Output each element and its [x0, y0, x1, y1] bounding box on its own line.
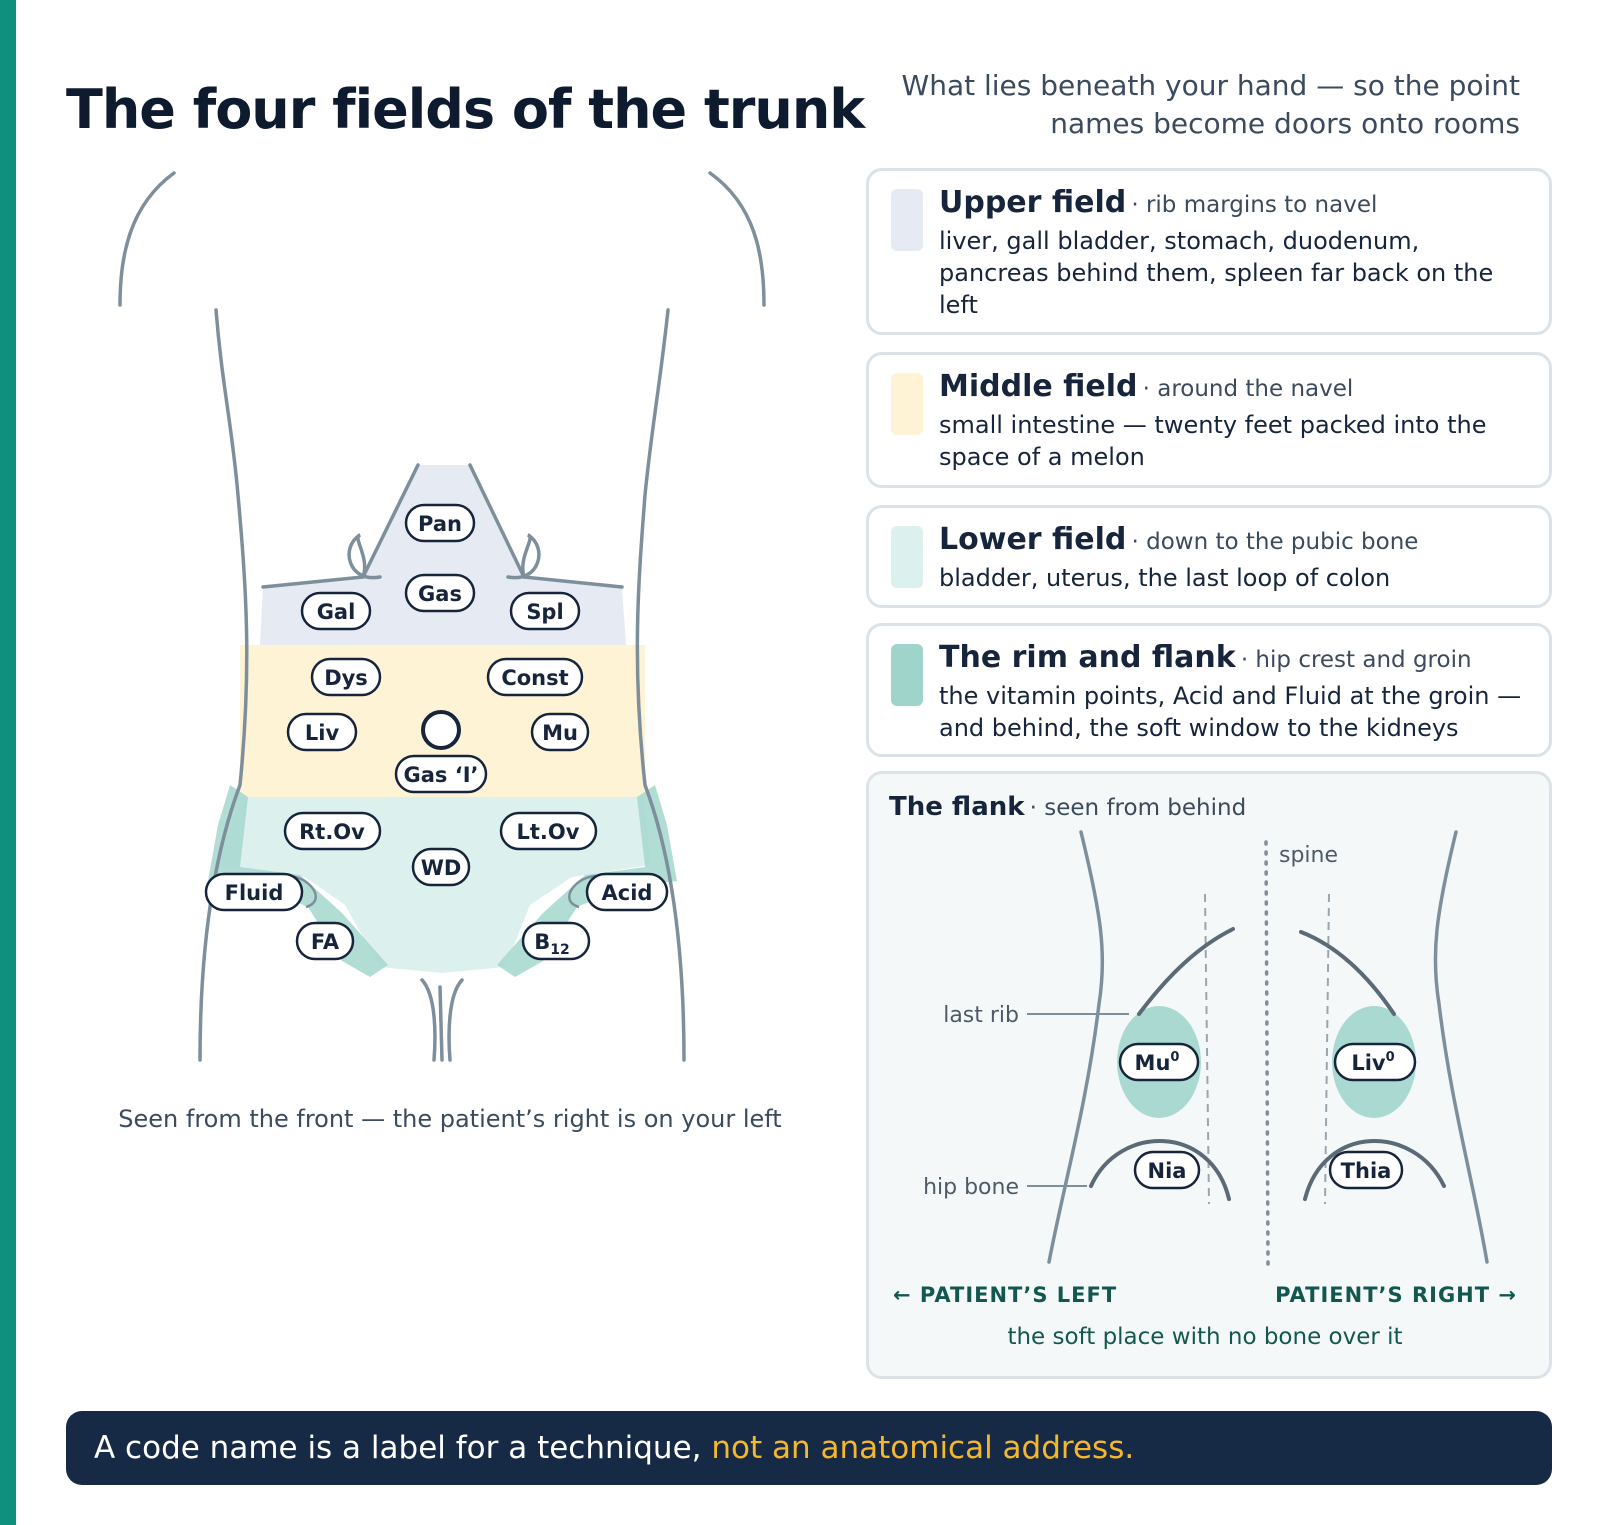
field-swatch [891, 644, 923, 706]
point-label: Spl [526, 600, 563, 624]
point-wd[interactable]: WD [411, 847, 471, 887]
point-label: Const [501, 666, 568, 690]
last-rib-label: last rib [943, 1003, 1019, 1028]
point-label: Gal [317, 600, 356, 624]
point-b12[interactable]: B12 [521, 921, 591, 961]
field-card-lower: Lower field · down to the pubic bone bla… [866, 505, 1552, 608]
point-label: Fluid [225, 881, 284, 905]
hip-bone-right [1303, 1139, 1446, 1201]
point-thia[interactable]: Thia [1328, 1150, 1404, 1190]
point-label: Dys [324, 666, 368, 690]
point-label: Liv0 [1351, 1050, 1394, 1075]
field-range: · rib margins to navel [1131, 192, 1378, 218]
field-range: · around the navel [1142, 376, 1354, 402]
body-outline [118, 171, 766, 1062]
point-label: Gas [418, 582, 462, 606]
field-card-upper: Upper field · rib margins to navel liver… [866, 168, 1552, 335]
flank-panel: The flank · seen from behind spine last … [866, 771, 1552, 1379]
field-organs: small intestine — twenty feet packed int… [939, 411, 1487, 471]
footer-text: A code name is a label for a technique, [94, 1430, 702, 1466]
point-dys[interactable]: Dys [310, 657, 382, 697]
accent-bar [0, 0, 16, 1525]
point-label: Thia [1341, 1159, 1392, 1183]
point-label: WD [421, 856, 462, 880]
point-lt-ov[interactable]: Lt.Ov [499, 811, 598, 851]
point-liv[interactable]: Liv [286, 712, 358, 752]
point-nia[interactable]: Nia [1133, 1150, 1201, 1190]
point-label: Acid [602, 881, 653, 905]
footer-highlight: not an anatomical address. [711, 1430, 1135, 1466]
point-acid[interactable]: Acid [585, 872, 669, 912]
point-fa[interactable]: FA [295, 921, 355, 961]
field-swatch [891, 373, 923, 435]
field-swatch [891, 189, 923, 251]
patient-left-label: ← PATIENT’S LEFT [893, 1283, 1117, 1307]
last-rib-left [1137, 927, 1235, 1016]
point-label: Nia [1148, 1159, 1187, 1183]
page-subtitle: What lies beneath your hand — so the poi… [901, 69, 1520, 140]
point-label: Mu [542, 721, 578, 745]
kidney-guide-right [1324, 893, 1330, 1205]
point-const[interactable]: Const [486, 657, 584, 697]
point-fluid[interactable]: Fluid [204, 872, 304, 912]
field-range: · down to the pubic bone [1131, 529, 1419, 555]
spine-label: spine [1279, 843, 1338, 868]
footer-banner: A code name is a label for a technique, … [66, 1411, 1552, 1485]
kidney-guide-left [1204, 893, 1210, 1205]
field-organs: liver, gall bladder, stomach, duodenum, … [939, 227, 1494, 319]
point-rt-ov[interactable]: Rt.Ov [283, 811, 382, 851]
flank-title: The flank [889, 792, 1025, 822]
flank-subtitle: · seen from behind [1029, 795, 1247, 821]
point-label: Liv [305, 721, 340, 745]
point-gas-i[interactable]: Gas ‘I’ [394, 754, 488, 794]
page-title: The four fields of the trunk [66, 78, 865, 141]
point-pan[interactable]: Pan [404, 503, 476, 543]
field-name: Middle field [939, 369, 1138, 404]
point-label: Rt.Ov [299, 820, 365, 844]
point-label: Mu0 [1135, 1050, 1180, 1075]
point-label: Pan [418, 512, 462, 536]
point-label: Gas ‘I’ [404, 763, 479, 787]
point-spl[interactable]: Spl [509, 591, 581, 631]
field-card-middle: Middle field · around the navel small in… [866, 352, 1552, 488]
navel-marker [421, 710, 461, 750]
flank-diagram: spine last rib hip bone Mu0 Liv0 Nia Thi… [893, 830, 1517, 1350]
field-organs: the vitamin points, Acid and Fluid at th… [939, 682, 1522, 742]
field-name: Lower field [939, 522, 1127, 557]
spine-line [1264, 840, 1270, 1266]
field-name: Upper field [939, 185, 1127, 220]
front-caption: Seen from the front — the patient’s righ… [118, 1105, 782, 1133]
soft-place-caption: the soft place with no bone over it [1007, 1324, 1402, 1350]
point-mu[interactable]: Mu [530, 712, 590, 752]
field-swatch [891, 526, 923, 588]
hip-bone-left [1089, 1139, 1231, 1201]
last-rib-right [1299, 930, 1396, 1016]
point-mu0[interactable]: Mu0 [1118, 1042, 1200, 1082]
point-label: Lt.Ov [517, 820, 580, 844]
patient-right-label: PATIENT’S RIGHT → [1275, 1283, 1517, 1307]
field-card-rim: The rim and flank · hip crest and groin … [866, 623, 1552, 757]
hip-bone-label: hip bone [923, 1175, 1019, 1200]
point-gal[interactable]: Gal [300, 591, 372, 631]
point-gas[interactable]: Gas [404, 573, 476, 613]
point-label: B12 [534, 930, 570, 958]
point-liv0[interactable]: Liv0 [1333, 1042, 1417, 1082]
field-organs: bladder, uterus, the last loop of colon [939, 564, 1391, 592]
front-trunk-diagram: Pan Gas Gal Spl Dys Const Liv Mu Gas ‘I’… [118, 171, 766, 1062]
field-name: The rim and flank [939, 640, 1236, 675]
back-outline [1047, 830, 1489, 1264]
field-range: · hip crest and groin [1240, 647, 1472, 673]
point-label: FA [311, 930, 340, 954]
